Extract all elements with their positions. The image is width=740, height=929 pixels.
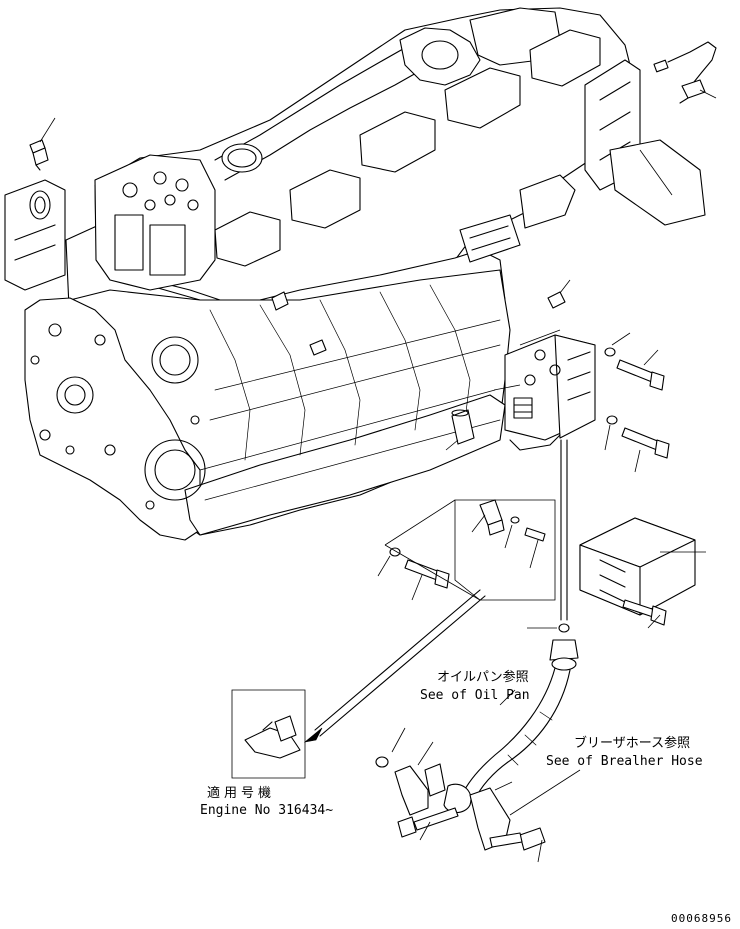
breather-note-jp: ブリーザホース参照 — [574, 736, 691, 751]
adapter-plate — [5, 180, 65, 290]
controller-box — [580, 518, 706, 628]
oil-pan-note-en: See of Oil Pan — [420, 688, 530, 703]
engine-number-inset — [232, 590, 485, 778]
breather-note-en: See of Brealher Hose — [546, 754, 703, 769]
mounting-bracket — [505, 335, 595, 450]
sensor-plug-top-left — [30, 118, 55, 170]
engine-block — [25, 8, 640, 540]
oil-pan-note-jp: オイルパン参照 — [437, 670, 529, 685]
drain-tube — [376, 440, 580, 862]
bolts-and-washers — [272, 280, 669, 600]
detail-frame-sensor — [385, 500, 555, 600]
engine-note-jp: 適用号機 — [207, 786, 276, 801]
drawing-number: 00068956 — [671, 912, 732, 925]
engine-note-en: Engine No 316434~ — [200, 803, 334, 818]
temperature-sensor-wire — [610, 42, 716, 225]
